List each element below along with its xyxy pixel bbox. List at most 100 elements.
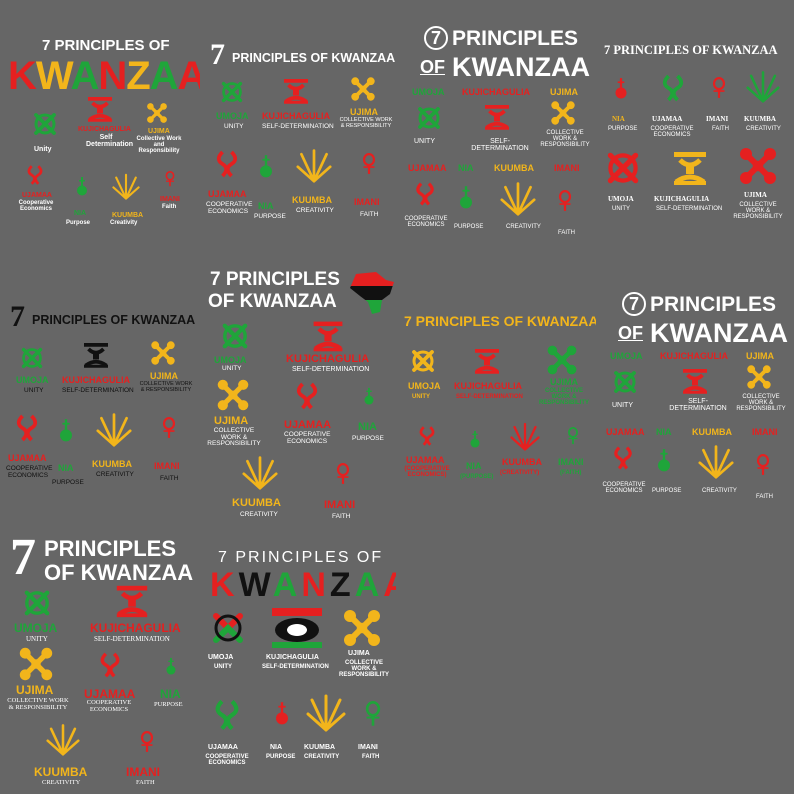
design-3-title-line2: KWANZAA [452,52,590,82]
kuumba-icon [112,166,140,206]
ujamaa-icon [412,176,438,212]
design-2-ujamaa-meaning: COOPERATIVE ECONOMICS [206,201,253,215]
ujima-icon [350,76,376,102]
design-2-imani-meaning: FAITH [360,211,379,218]
design-2-kuumba: KUUMBA [292,195,332,205]
kujichagulia-icon [676,366,714,396]
ujamaa-icon [210,692,244,738]
design-5-umoja-meaning: UNITY [24,387,44,394]
umoja-icon [30,108,60,140]
design-10-kuumba-meaning: CREATIVITY [304,754,340,760]
design-3-ujamaa-meaning: COOPERATIVE ECONOMICS [404,216,448,228]
design-6-nia: NIA [358,421,377,433]
design-3-title-of: OF [420,57,445,77]
umoja-icon [18,342,46,374]
design-4: 7 PRINCIPLES OF KWANZAA NIA PURPOSE UJAM… [596,36,794,236]
design-8-title-line1: PRINCIPLES [650,293,777,316]
design-9-ujima: UJIMA [16,683,54,697]
design-4-imani: IMANI [706,115,729,123]
design-8-kuumba: KUUMBA [692,427,732,437]
design-6-kujichagulia-meaning: SELF-DETERMINATION [292,366,370,373]
design-2-kuumba-meaning: CREATIVITY [296,207,334,214]
kujichagulia-icon [478,102,516,132]
design-4-nia-meaning: PURPOSE [608,126,638,132]
umoja-icon [414,100,444,136]
design-9-ujamaa: UJAMAA [84,687,136,701]
kujichagulia-icon [76,340,116,370]
design-6-imani-meaning: FAITH [332,513,351,520]
design-2-kujichagulia: KUJICHAGULIA [262,111,331,121]
design-6-ujima: UJIMA [214,415,249,427]
ujima-icon [342,608,382,648]
design-1-kujichagulia: KUJICHAGULIA [78,126,131,133]
design-3-imani-meaning: FAITH [558,230,576,236]
imani-icon [554,178,576,224]
imani-icon [752,442,774,488]
design-5-ujamaa-meaning: COOPERATIVE ECONOMICS [6,465,53,479]
design-3-kuumba-meaning: CREATIVITY [506,224,541,230]
design-7-umoja: UMOJA [408,381,441,391]
design-10-kuumba: KUUMBA [304,744,336,751]
design-4-kuumba: KUUMBA [744,115,776,123]
design-7-kuumba: KUUMBA [502,457,542,467]
umoja-icon [218,76,246,108]
umoja-icon [610,364,640,400]
design-4-ujamaa: UJAMAA [652,115,683,123]
design-4-kujichagulia: KUJICHAGULIA [654,195,710,203]
design-3-kujichagulia: KUJICHAGULIA [462,87,531,97]
ujima-icon [546,344,578,376]
design-4-kuumba-meaning: CREATIVITY [746,126,781,132]
design-10-title-line2: KWANZAA [210,566,396,604]
design-5-ujamaa: UJAMAA [8,453,47,463]
design-2-kujichagulia-meaning: SELF-DETERMINATION [262,123,334,130]
design-7-ujima-meaning: COLLECTIVE WORK & RESPONSIBILITY [538,388,589,406]
kujichagulia-icon [270,606,324,650]
design-2-umoja: UMOJA [216,111,249,121]
design-1-ujamaa: UJAMAA [22,192,52,199]
design-5: 7 PRINCIPLES OF KWANZAA UMOJA UNITY KUJI… [0,300,200,500]
design-6-title-line1: 7 PRINCIPLES [210,269,340,290]
kuumba-icon [746,66,780,106]
design-1-ujima-meaning: Collective Work and Responsibility [136,136,182,154]
design-8-imani: IMANI [752,427,778,437]
design-6-imani: IMANI [324,499,356,511]
kuumba-icon [242,450,278,494]
ujamaa-icon [658,66,688,110]
design-1-umoja-meaning: Unity [34,146,52,153]
design-6-ujamaa: UJAMAA [284,419,332,431]
africa-map-icon [346,270,398,316]
design-6-kujichagulia: KUJICHAGULIA [286,353,370,365]
design-9-nia: NIA [160,687,181,701]
design-2-ujima: UJIMA [350,107,379,117]
design-10-nia: NIA [270,744,283,751]
design-8: 7 PRINCIPLES OF KWANZAA UMOJA UNITY KUJI… [596,286,794,510]
nia-icon [72,166,92,206]
design-9-umoja-meaning: UNITY [26,635,48,643]
nia-icon [466,420,484,458]
design-9-nia-meaning: PURPOSE [154,701,183,708]
design-8-umoja: UMOJA [610,351,643,361]
design-10-ujima: UJIMA [348,650,370,657]
umoja-icon [208,608,248,648]
nia-icon [360,376,378,416]
imani-icon [360,690,386,738]
design-3: 7 PRINCIPLES OF KWANZAA UMOJA UNITY KUJI… [400,20,596,242]
design-8-ujamaa-meaning: COOPERATIVE ECONOMICS [602,482,646,494]
design-2-nia: NIA [258,201,274,211]
design-9-imani: IMANI [126,765,160,779]
design-9-kuumba: KUUMBA [34,765,88,779]
design-7-ujamaa-meaning: (COOPERATIVE ECONOMICS) [404,466,450,478]
design-8-kujichagulia-meaning: SELF-DETERMINATION [669,398,727,412]
kujichagulia-icon [472,346,502,376]
kujichagulia-icon [82,94,118,124]
design-9: 7 PRINCIPLES OF KWANZAA UMOJA UNITY KUJI… [0,530,200,794]
ujamaa-icon [12,408,42,448]
design-8-title-line2: KWANZAA [650,318,788,348]
nia-icon [254,146,278,186]
kuumba-icon [500,178,536,218]
design-10-kujichagulia: KUJICHAGULIA [266,654,319,661]
umoja-icon [18,586,56,620]
nia-icon [162,646,180,686]
design-9-kujichagulia-meaning: SELF-DETERMINATION [94,635,170,643]
